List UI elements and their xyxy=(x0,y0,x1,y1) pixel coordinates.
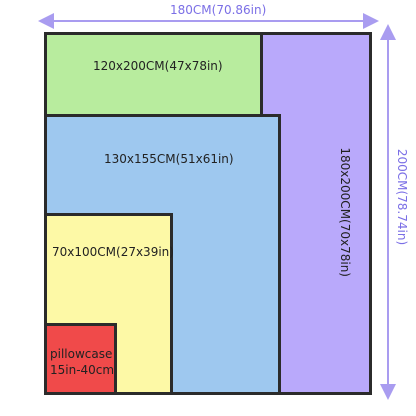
size-120x200-block xyxy=(44,32,263,117)
pillowcase-label-line2: 15in-40cm xyxy=(50,363,115,377)
size-120x200-label: 120x200CM(47x78in) xyxy=(93,59,223,73)
height-label: 200CM(78.74in) xyxy=(395,148,409,246)
width-label: 180CM(70.86in) xyxy=(170,3,267,17)
pillowcase-block xyxy=(44,323,117,395)
size-180x200-label: 180x200CM(70x78in) xyxy=(338,147,353,277)
size-70x100-label: 70x100CM(27x39in) xyxy=(52,245,174,259)
pillowcase-label-line1: pillowcase xyxy=(50,347,113,361)
size-130x155-label: 130x155CM(51x61in) xyxy=(104,152,234,166)
